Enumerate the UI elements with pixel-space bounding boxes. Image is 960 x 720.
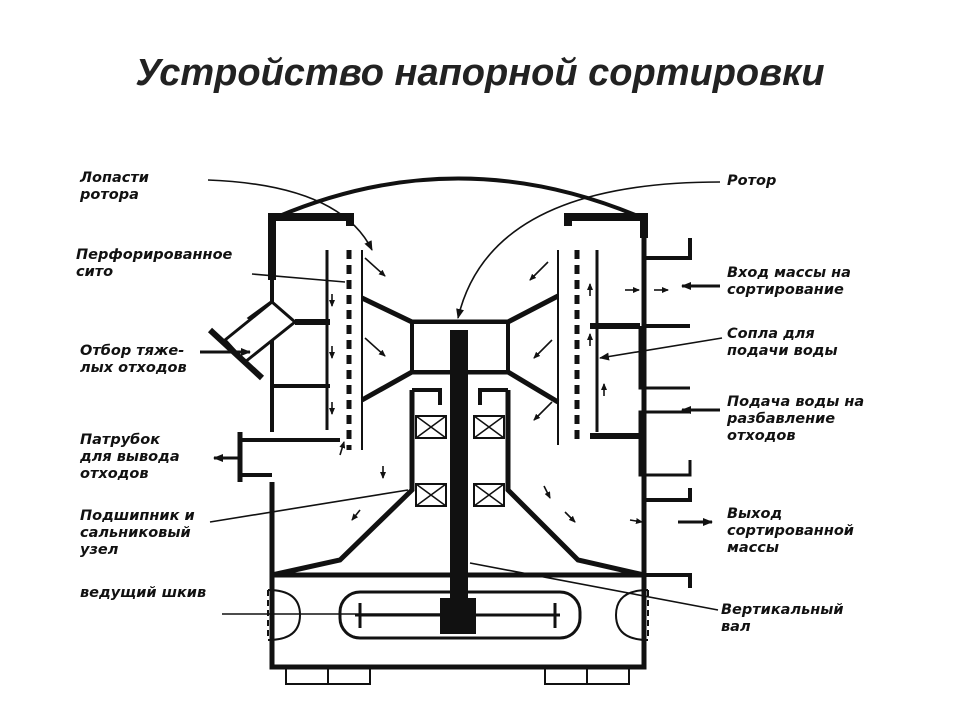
outlet-flange bbox=[644, 488, 692, 502]
label-heavy-waste: Отбор тяже-лых отходов bbox=[80, 343, 187, 376]
drive-pulley bbox=[440, 598, 476, 634]
top-dome bbox=[276, 176, 641, 219]
slide-title: Устройство напорной сортировки bbox=[135, 52, 825, 94]
vertical-shaft bbox=[450, 330, 468, 600]
bearing-housing bbox=[271, 390, 415, 578]
inlet-flange bbox=[644, 238, 692, 260]
label-rotor: Ротор bbox=[727, 173, 777, 189]
right-top-lid bbox=[564, 213, 648, 238]
left-top-lid bbox=[268, 213, 354, 280]
left-pulley-lobe bbox=[267, 589, 302, 641]
label-drive-pulley: ведущий шкив bbox=[80, 585, 207, 601]
